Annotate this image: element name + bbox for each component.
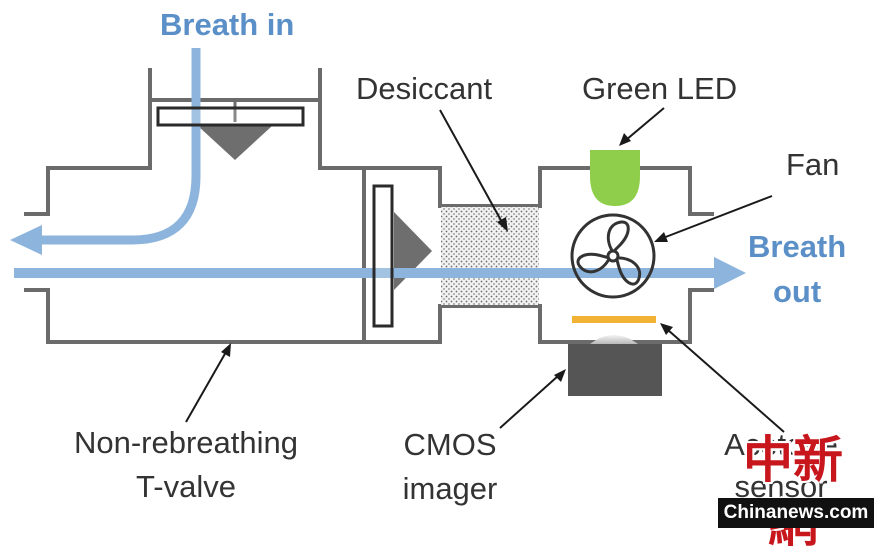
leader-arrows bbox=[185, 107, 785, 433]
green-led bbox=[590, 150, 640, 206]
desiccant-label: Desiccant bbox=[356, 71, 493, 106]
return-flow-arrowhead bbox=[10, 225, 42, 255]
t-valve-label: Non-rebreathing T-valve bbox=[54, 424, 318, 506]
fan-icon bbox=[570, 213, 656, 299]
acetone-line1: Acetone bbox=[724, 427, 838, 462]
acetone-sensor-film bbox=[572, 316, 656, 323]
breath-analyzer-diagram bbox=[10, 48, 785, 433]
watermark-stamp: 中新網 bbox=[743, 430, 843, 553]
breath-flow bbox=[10, 48, 746, 289]
inlet-valve-flap bbox=[198, 98, 272, 160]
inlet-flow-path bbox=[40, 48, 201, 245]
green-led-label: Green LED bbox=[582, 71, 738, 106]
desiccant-chamber bbox=[362, 166, 542, 344]
cmos-line2: imager bbox=[402, 471, 498, 506]
t-valve-line1: Non-rebreathing bbox=[73, 425, 299, 460]
outlet-valve-flap bbox=[394, 212, 432, 290]
fan-label: Fan bbox=[786, 147, 840, 182]
cmos-line1: CMOS bbox=[403, 427, 497, 462]
desiccant-block bbox=[441, 207, 539, 305]
breath-out-line1: Breath bbox=[748, 229, 847, 264]
breath-out-line2: out bbox=[773, 274, 822, 309]
cmos-imager bbox=[568, 344, 662, 396]
breath-out-label: Breath out bbox=[748, 228, 846, 311]
breath-in-label: Breath in bbox=[160, 7, 295, 42]
outlet-flow-arrowhead bbox=[714, 257, 746, 289]
cmos-label: CMOS imager bbox=[382, 426, 518, 508]
t-valve-line2: T-valve bbox=[136, 469, 236, 504]
cmos-lens bbox=[590, 335, 638, 344]
watermark-text: Chinanews.com bbox=[718, 498, 874, 528]
sensor-chamber bbox=[538, 166, 714, 344]
outlet-valve-frame bbox=[372, 184, 394, 328]
inlet-valve-frame bbox=[156, 106, 305, 127]
